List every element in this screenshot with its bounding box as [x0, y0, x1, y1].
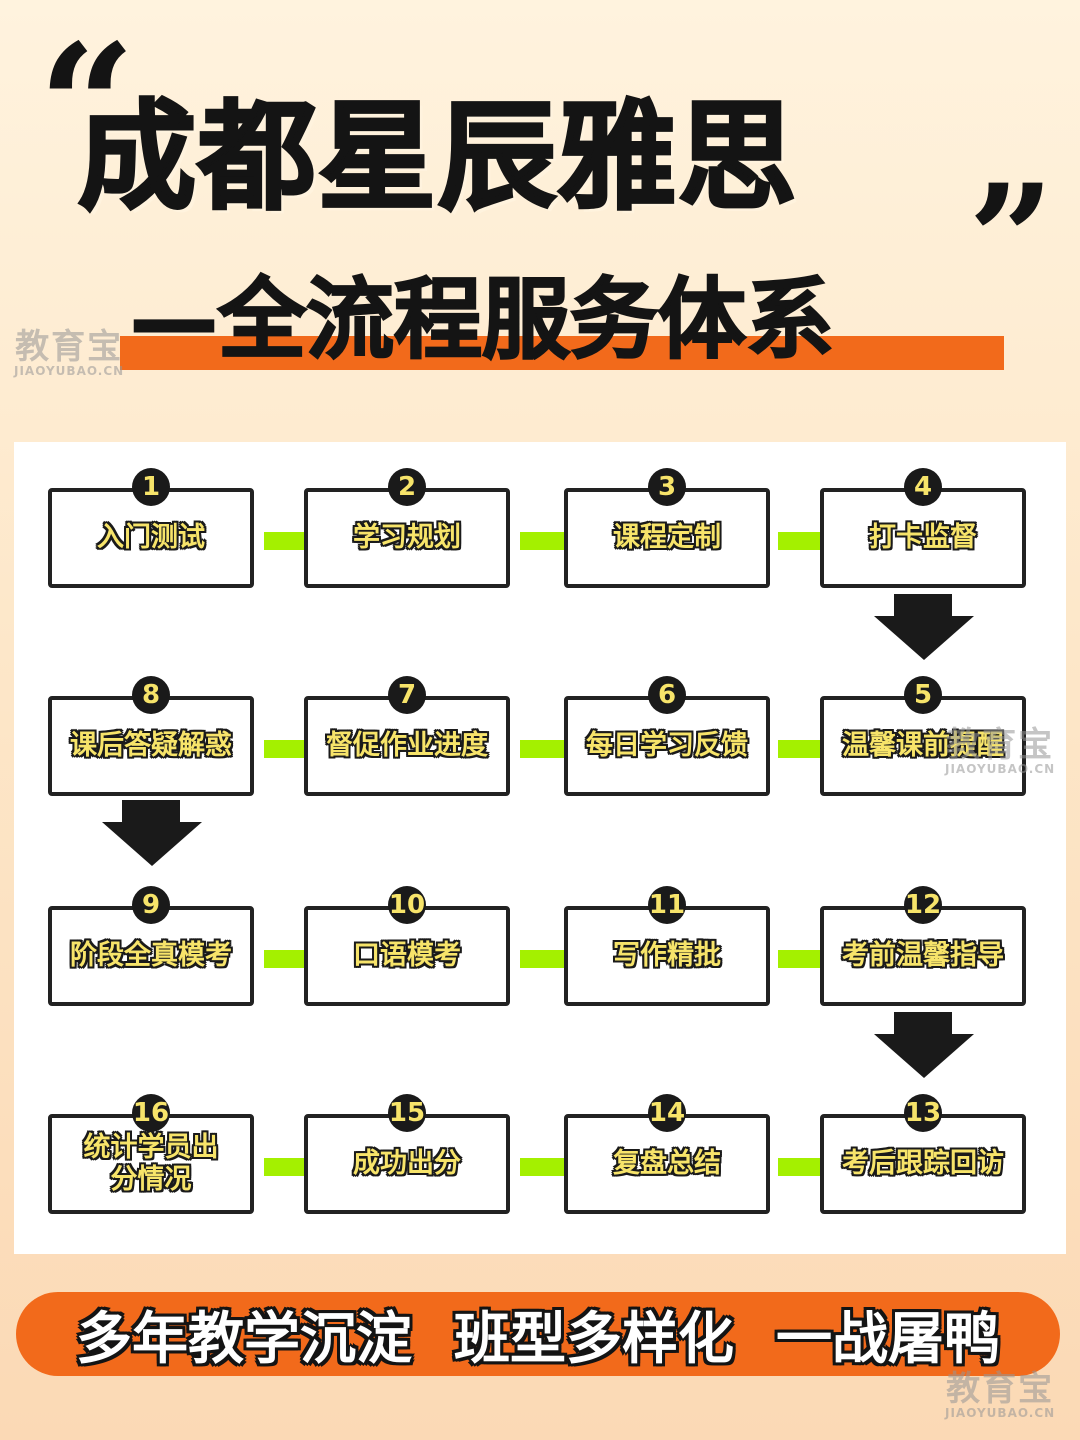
step-label: 阶段全真模考: [70, 939, 232, 971]
step-label: 温馨课前提醒: [842, 729, 1004, 761]
connector-line: [520, 532, 568, 550]
step-number-badge: 4: [904, 468, 942, 506]
watermark-logo: 教育宝: [15, 327, 124, 367]
step-label: 学习规划: [353, 521, 461, 553]
step-label: 每日学习反馈: [586, 729, 748, 761]
step-box: 12 考前温馨指导: [820, 886, 1026, 1006]
step-box: 7 督促作业进度: [304, 676, 510, 796]
step-label: 统计学员出分情况: [83, 1131, 219, 1195]
step-number-badge: 5: [904, 676, 942, 714]
slogan-part-2: 班型多样化: [454, 1306, 734, 1372]
connector-line: [778, 1158, 824, 1176]
connector-line: [264, 532, 308, 550]
connector-line: [778, 740, 824, 758]
connector-line: [520, 950, 568, 968]
close-quote-mark: ”: [968, 152, 1055, 328]
step-label: 打卡监督: [869, 521, 977, 553]
page-subtitle: —全流程服务体系: [129, 268, 835, 371]
step-number-badge: 6: [648, 676, 686, 714]
step-label: 考前温馨指导: [842, 939, 1004, 971]
step-number-badge: 7: [388, 676, 426, 714]
step-box: 10 口语模考: [304, 886, 510, 1006]
watermark-url: JIAOYUBAO.CN: [945, 1406, 1056, 1420]
step-number-badge: 16: [132, 1094, 170, 1132]
connector-line: [264, 1158, 308, 1176]
step-label: 复盘总结: [613, 1147, 721, 1179]
step-number-badge: 14: [648, 1094, 686, 1132]
process-flow-panel: 1 入门测试 2 学习规划 3 课程定制 4 打卡监督 8 课后答疑解惑 7 督…: [14, 442, 1066, 1254]
step-box: 1 入门测试: [48, 468, 254, 588]
step-number-badge: 3: [648, 468, 686, 506]
connector-line: [520, 740, 568, 758]
watermark-url: JIAOYUBAO.CN: [14, 364, 125, 378]
step-box: 8 课后答疑解惑: [48, 676, 254, 796]
slogan-part-1: 多年教学沉淀: [76, 1306, 412, 1372]
step-label: 课后答疑解惑: [70, 729, 232, 761]
open-quote-mark: “: [38, 7, 136, 207]
step-number-badge: 11: [648, 886, 686, 924]
connector-line: [264, 950, 308, 968]
watermark: 教育宝 JIAOYUBAO.CN: [945, 728, 1055, 776]
watermark: 教育宝 JIAOYUBAO.CN: [14, 330, 124, 378]
step-box: 4 打卡监督: [820, 468, 1026, 588]
watermark: 教育宝 JIAOYUBAO.CN: [945, 1372, 1055, 1420]
step-box: 14 复盘总结: [564, 1094, 770, 1214]
connector-line: [264, 740, 308, 758]
step-box: 6 每日学习反馈: [564, 676, 770, 796]
step-number-badge: 1: [132, 468, 170, 506]
step-box: 2 学习规划: [304, 468, 510, 588]
step-number-badge: 13: [904, 1094, 942, 1132]
watermark-logo: 教育宝: [946, 1369, 1055, 1409]
connector-line: [778, 950, 824, 968]
step-box: 16 统计学员出分情况: [48, 1094, 254, 1214]
step-number-badge: 8: [132, 676, 170, 714]
step-label: 考后跟踪回访: [842, 1147, 1004, 1179]
page-title: 成都星辰雅思: [77, 88, 799, 226]
step-number-badge: 12: [904, 886, 942, 924]
step-number-badge: 10: [388, 886, 426, 924]
connector-line: [520, 1158, 568, 1176]
step-label: 入门测试: [97, 521, 205, 553]
slogan-text: 多年教学沉淀 班型多样化 一战屠鸭: [16, 1292, 1060, 1376]
step-box: 5 温馨课前提醒: [820, 676, 1026, 796]
step-box: 11 写作精批: [564, 886, 770, 1006]
step-label: 成功出分: [353, 1147, 461, 1179]
step-box: 13 考后跟踪回访: [820, 1094, 1026, 1214]
step-label: 课程定制: [613, 521, 721, 553]
step-box: 9 阶段全真模考: [48, 886, 254, 1006]
step-box: 3 课程定制: [564, 468, 770, 588]
slogan-banner: [16, 1292, 1060, 1376]
watermark-logo: 教育宝: [946, 725, 1055, 765]
step-box: 15 成功出分: [304, 1094, 510, 1214]
step-label: 写作精批: [613, 939, 721, 971]
step-label: 督促作业进度: [326, 729, 488, 761]
slogan-part-3: 一战屠鸭: [776, 1306, 1000, 1372]
step-number-badge: 15: [388, 1094, 426, 1132]
step-label: 口语模考: [353, 939, 461, 971]
subtitle-highlight-bar: [120, 336, 1004, 370]
step-number-badge: 2: [388, 468, 426, 506]
step-number-badge: 9: [132, 886, 170, 924]
watermark-url: JIAOYUBAO.CN: [945, 762, 1056, 776]
connector-line: [778, 532, 824, 550]
